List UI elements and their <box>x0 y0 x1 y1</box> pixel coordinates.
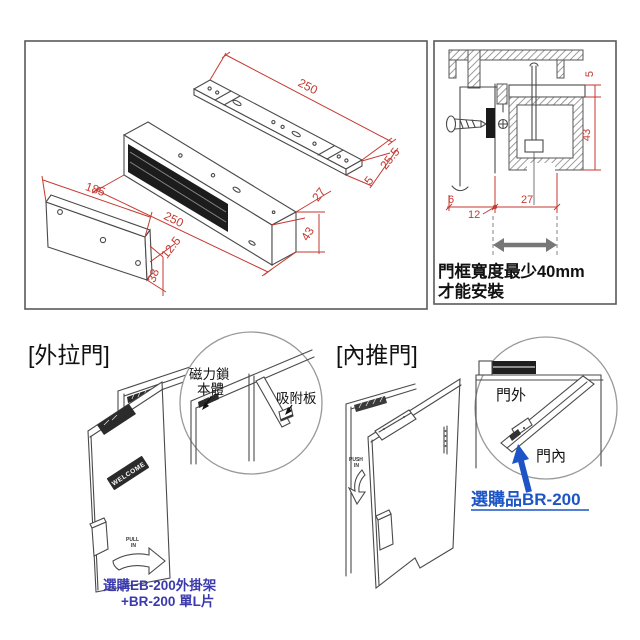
dim-plate-thickness: 5 <box>361 173 376 187</box>
door-frame-wall <box>451 83 504 192</box>
door-leaf <box>367 377 461 590</box>
tension-bolt <box>524 62 544 205</box>
dim-plate-length: 250 <box>296 76 321 98</box>
mounting-plate-drawing <box>192 79 364 176</box>
dim-armature-thickness: 12.5 <box>158 234 184 261</box>
cross-section-border <box>433 40 617 305</box>
pull-option-note-line1: 選購EB-200外掛架 <box>103 577 217 593</box>
section-dims: 5 43 6 12 27 <box>445 71 601 221</box>
dim-body-depth: 27 <box>309 185 328 204</box>
armature-on-door <box>374 409 417 441</box>
datum-dot <box>492 204 498 210</box>
pull-swing-arrow <box>112 546 166 576</box>
push-option-note-text: 選購品BR-200 <box>471 489 581 509</box>
push-swing-arrow <box>347 469 367 506</box>
armature-on-door <box>97 404 136 435</box>
push-door-section: [內推門] PUSH IN <box>336 336 618 590</box>
door-inside-label: 門內 <box>536 448 566 465</box>
cross-section-panel: 5 43 6 12 27 門框寬度最少40mm 才能安裝 <box>433 40 617 305</box>
dim-plate: 250 25.5 5 <box>209 51 403 189</box>
callout-circle <box>179 331 323 475</box>
pull-label-line2: IN <box>131 543 136 549</box>
exploded-view-panel: 250 25.5 5 250 <box>24 40 428 310</box>
dim-body-height: 43 <box>298 224 317 243</box>
door-outside-label: 門外 <box>496 387 526 404</box>
rubber-spacer <box>486 108 495 138</box>
maglock-on-frame <box>354 396 387 412</box>
pull-door-title: [外拉門] <box>28 342 110 368</box>
push-door-title: [內推門] <box>336 342 418 368</box>
pull-door-section: [外拉門] WELCOME PULL IN <box>28 331 323 609</box>
push-label-line2: IN <box>354 463 359 469</box>
dim-section-depth: 27 <box>521 194 533 206</box>
frame-channel <box>448 49 584 105</box>
dim-plate-width: 25.5 <box>377 145 403 172</box>
push-door-drawing: PUSH IN <box>345 377 462 590</box>
lock-body-drawing <box>122 121 298 266</box>
min-width-indicator <box>492 216 558 256</box>
push-door-callout: 門外 門內 <box>474 336 618 493</box>
pull-label-line1: PULL <box>126 537 139 543</box>
install-note-line1: 門框寬度最少40mm <box>438 261 585 281</box>
install-note-line2: 才能安裝 <box>438 281 505 301</box>
dim-edge-offset: 6 <box>448 194 454 206</box>
mounting-plate-section <box>508 84 586 98</box>
dim-section-plate: 5 <box>584 71 596 77</box>
dim-armature-length: 185 <box>84 179 108 199</box>
armature-plate-drawing <box>45 194 153 282</box>
maglock-label-line1: 磁力鎖 <box>189 367 230 382</box>
dim-body-length: 250 <box>162 209 186 231</box>
pull-door-callout: 磁力鎖 本體 吸附板 <box>179 331 323 475</box>
dim-section-height: 43 <box>581 129 593 141</box>
mounting-screw <box>445 108 509 138</box>
maglock-label-line2: 本體 <box>197 382 224 397</box>
bracket-pointer-arrow <box>518 460 532 493</box>
push-label-line1: PUSH <box>349 457 363 463</box>
label-arrow <box>285 407 292 415</box>
label-arrow <box>202 402 209 410</box>
armature-label: 吸附板 <box>276 391 317 406</box>
exploded-panel-border <box>24 40 428 310</box>
lock-body-section <box>508 96 584 171</box>
dim-center-offset: 12 <box>468 209 480 221</box>
push-option-note: 選購品BR-200 <box>471 489 589 511</box>
pull-option-note-line2: +BR-200 單L片 <box>121 593 214 609</box>
dim-armature-width: 38 <box>144 267 162 285</box>
